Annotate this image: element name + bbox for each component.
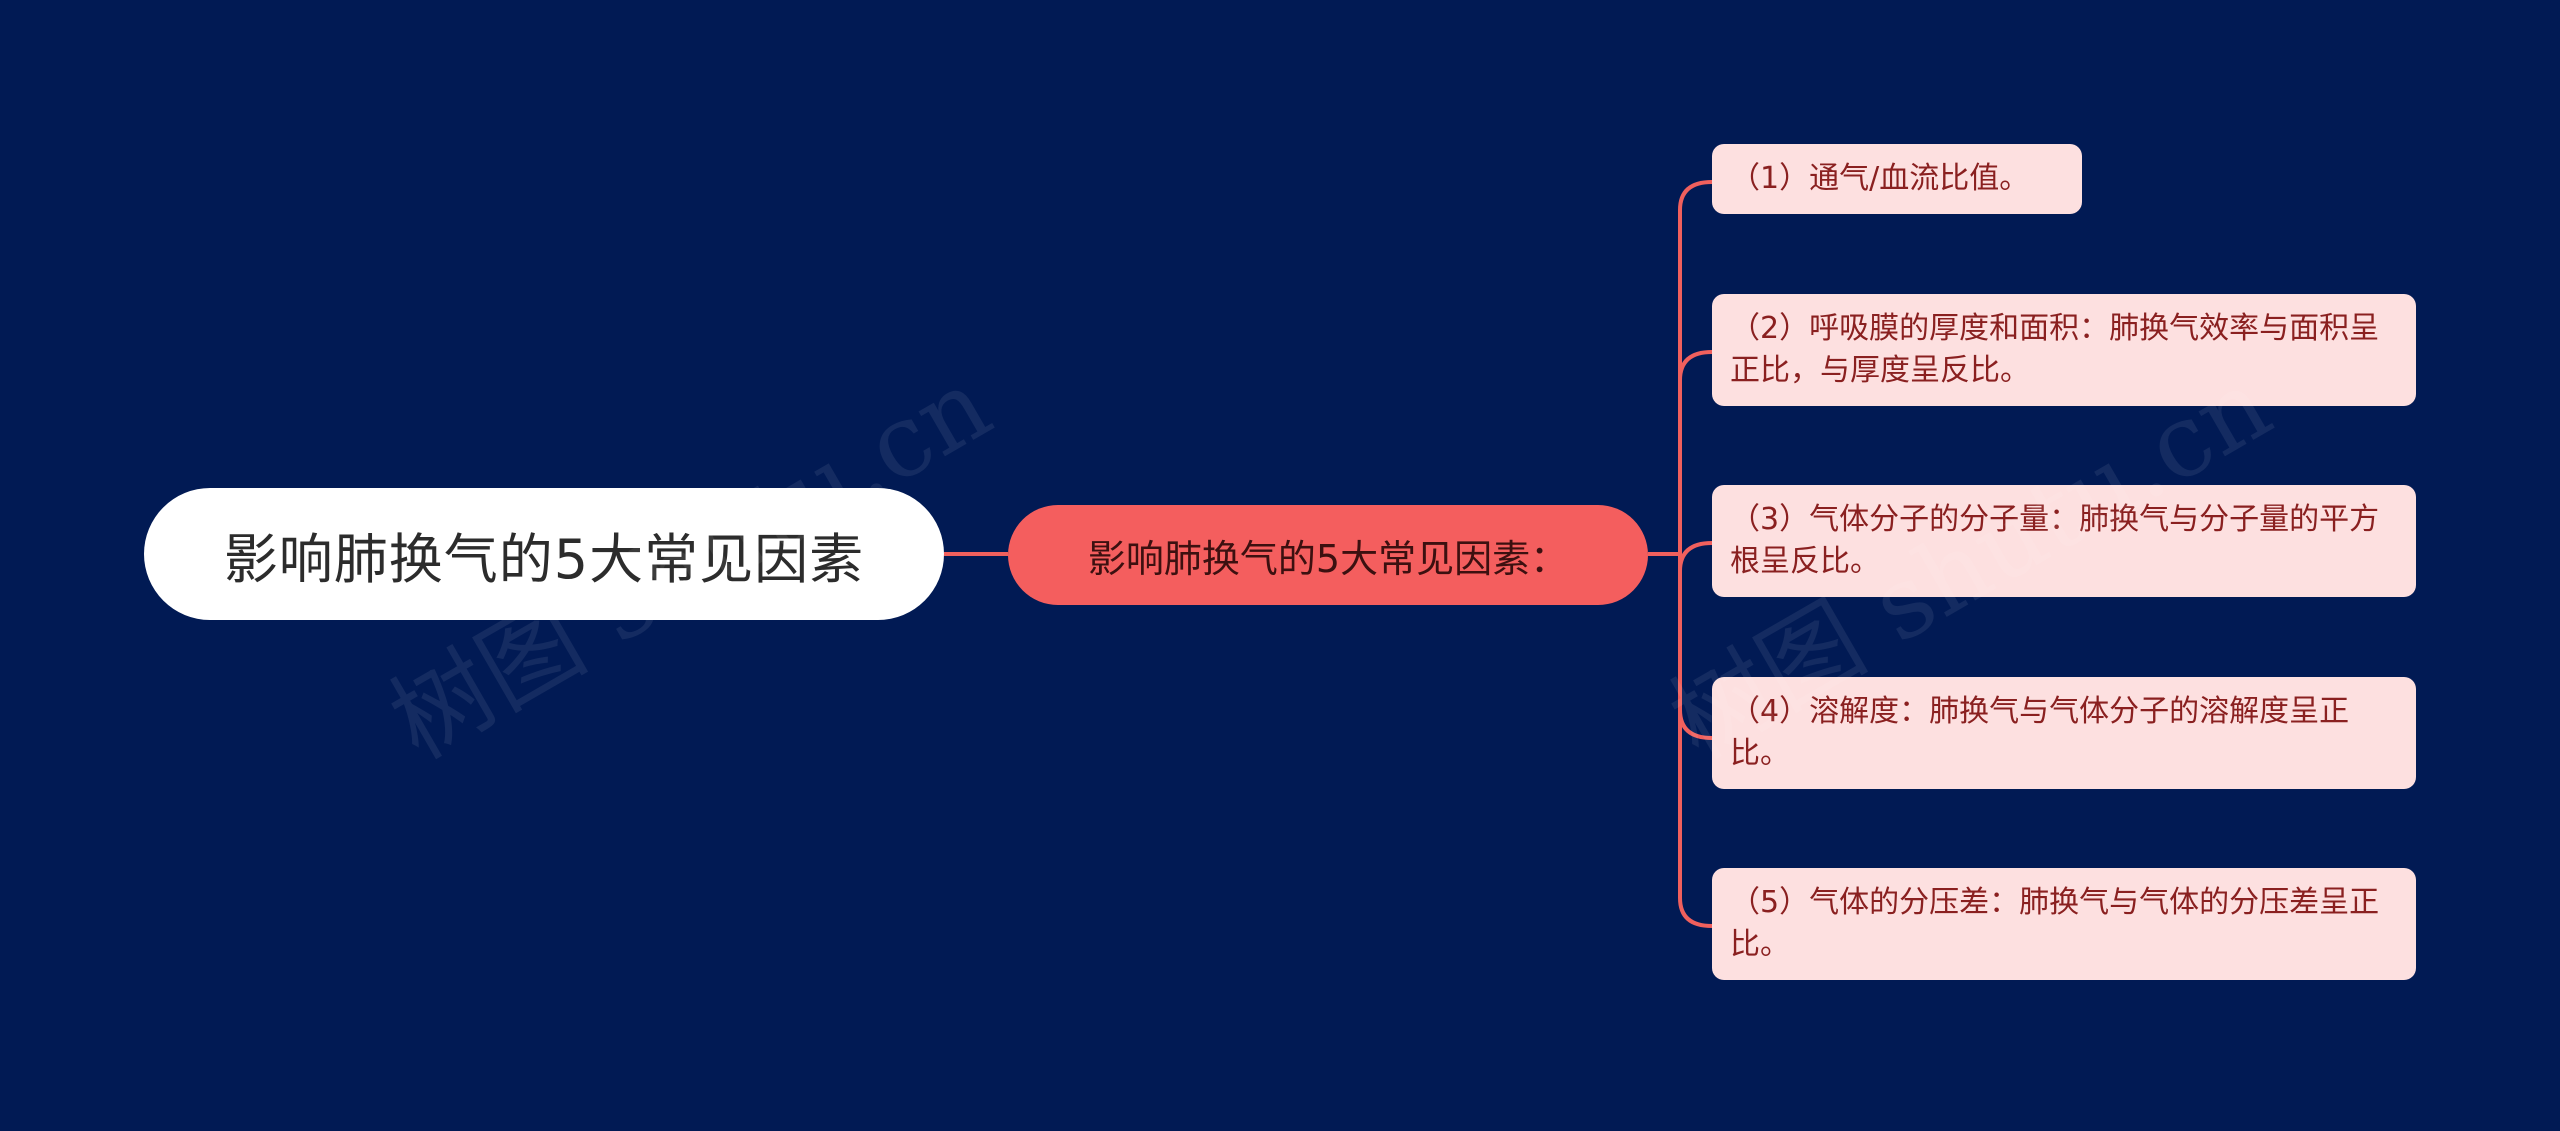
leaf-connector-3 <box>1678 541 1713 572</box>
main-topic-node[interactable]: 影响肺换气的5大常见因素： <box>1008 505 1648 605</box>
root-topic-node[interactable]: 影响肺换气的5大常见因素 <box>144 488 944 620</box>
subtopic-node-4[interactable]: （4）溶解度：肺换气与气体分子的溶解度呈正比。 <box>1712 677 2416 789</box>
root-topic-label: 影响肺换气的5大常见因素 <box>223 527 865 591</box>
subtopic-node-2[interactable]: （2）呼吸膜的厚度和面积：肺换气效率与面积呈正比，与厚度呈反比。 <box>1712 294 2416 406</box>
subtopic-label: （1）通气/血流比值。 <box>1730 161 2030 196</box>
main-topic-label: 影响肺换气的5大常见因素： <box>1087 536 1569 581</box>
subtopic-label: （3）气体分子的分子量：肺换气与分子量的平方根呈反比。 <box>1730 502 2380 579</box>
leaf-connector-4 <box>1678 554 1713 740</box>
leaf-connector-5 <box>1678 554 1713 928</box>
subtopic-label: （5）气体的分压差：肺换气与气体的分压差呈正比。 <box>1730 885 2380 962</box>
leaf-connector-2 <box>1678 350 1713 554</box>
leaf-connector-1 <box>1678 180 1713 554</box>
subtopic-node-5[interactable]: （5）气体的分压差：肺换气与气体的分压差呈正比。 <box>1712 868 2416 980</box>
subtopic-node-3[interactable]: （3）气体分子的分子量：肺换气与分子量的平方根呈反比。 <box>1712 485 2416 597</box>
subtopic-node-1[interactable]: （1）通气/血流比值。 <box>1712 144 2082 214</box>
subtopic-label: （2）呼吸膜的厚度和面积：肺换气效率与面积呈正比，与厚度呈反比。 <box>1730 311 2380 388</box>
subtopic-label: （4）溶解度：肺换气与气体分子的溶解度呈正比。 <box>1730 694 2350 771</box>
